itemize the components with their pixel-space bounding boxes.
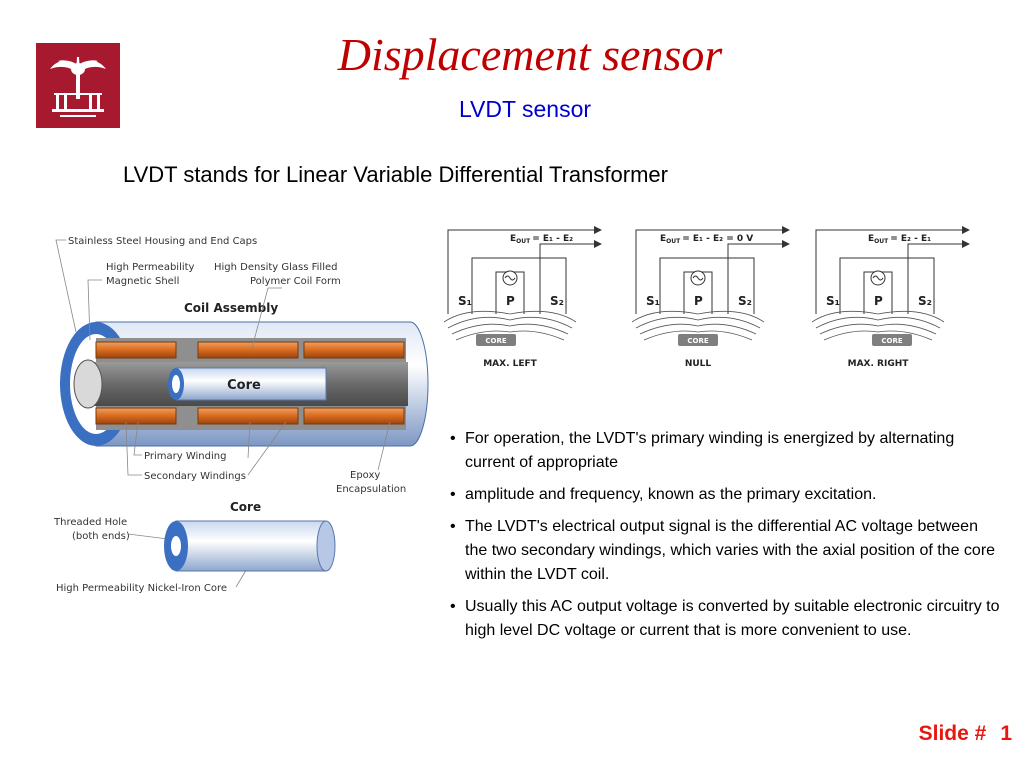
coil-s1-label: S₁ bbox=[646, 294, 660, 308]
separate-core bbox=[164, 520, 336, 572]
coil-p-label: P bbox=[506, 294, 515, 308]
coil-s1-label: S₁ bbox=[458, 294, 472, 308]
label-core-title: Core bbox=[230, 500, 261, 514]
label-nickel: High Permeability Nickel-Iron Core bbox=[56, 583, 227, 594]
slide-label: Slide # bbox=[918, 722, 987, 745]
circuit-max-left: S₁ P S₂ CORE EOUT= E₁ - E₂ MAX. LEFT bbox=[443, 226, 602, 369]
label-epoxy-2: Encapsulation bbox=[336, 484, 406, 495]
lvdt-circuit-diagrams: S₁ P S₂ CORE EOUT= E₁ - E₂ MAX. LEFT S₁ … bbox=[443, 226, 970, 369]
core-rod bbox=[168, 367, 327, 401]
bullet-item: Usually this AC output voltage is conver… bbox=[448, 595, 1003, 643]
label-form-2: Polymer Coil Form bbox=[250, 276, 341, 287]
intro-text: LVDT stands for Linear Variable Differen… bbox=[123, 162, 668, 187]
core-tag: CORE bbox=[485, 337, 506, 345]
palmetto-seal-icon bbox=[36, 43, 120, 128]
label-primary: Primary Winding bbox=[144, 451, 226, 462]
circuit-caption: MAX. RIGHT bbox=[848, 359, 910, 369]
circuit-equation: EOUT= E₁ - E₂ = 0 V bbox=[660, 234, 753, 245]
label-form-1: High Density Glass Filled bbox=[214, 262, 337, 273]
coil-s2-label: S₂ bbox=[550, 294, 564, 308]
bullet-list: For operation, the LVDT's primary windin… bbox=[448, 427, 1003, 651]
label-shell-2: Magnetic Shell bbox=[106, 276, 179, 287]
lvdt-cutaway-diagram: Core Stainless Steel Housing and End Cap… bbox=[53, 236, 429, 594]
core-tag: CORE bbox=[687, 337, 708, 345]
coil-s1-label: S₁ bbox=[826, 294, 840, 308]
circuit-caption: NULL bbox=[685, 359, 712, 369]
label-epoxy-1: Epoxy bbox=[350, 470, 380, 481]
bullet-item: For operation, the LVDT's primary windin… bbox=[448, 427, 1003, 475]
coil-p-label: P bbox=[874, 294, 883, 308]
label-housing: Stainless Steel Housing and End Caps bbox=[68, 236, 257, 247]
page-subtitle: LVDT sensor bbox=[458, 96, 592, 122]
circuit-equation: EOUT= E₁ - E₂ bbox=[510, 234, 573, 245]
label-hole-2: (both ends) bbox=[72, 531, 130, 542]
circuit-null: S₁ P S₂ CORE EOUT= E₁ - E₂ = 0 V NULL bbox=[631, 226, 790, 369]
circuit-equation: EOUT= E₂ - E₁ bbox=[868, 234, 931, 245]
page-title: Displacement sensor bbox=[337, 29, 723, 80]
coil-s2-label: S₂ bbox=[738, 294, 752, 308]
core-tag: CORE bbox=[881, 337, 902, 345]
university-logo bbox=[36, 43, 120, 128]
circuit-max-right: S₁ P S₂ CORE EOUT= E₂ - E₁ MAX. RIGHT bbox=[811, 226, 970, 369]
label-coil-assembly: Coil Assembly bbox=[184, 301, 278, 315]
coil-windings bbox=[95, 341, 405, 425]
label-shell-1: High Permeability bbox=[106, 262, 195, 273]
coil-s2-label: S₂ bbox=[918, 294, 932, 308]
bullet-item: amplitude and frequency, known as the pr… bbox=[448, 483, 1003, 507]
label-secondary: Secondary Windings bbox=[144, 471, 246, 482]
bullet-item: The LVDT's electrical output signal is t… bbox=[448, 515, 1003, 587]
circuit-caption: MAX. LEFT bbox=[483, 359, 537, 369]
slide-number-value: 1 bbox=[1000, 722, 1012, 745]
slide-number: Slide # 1 bbox=[905, 722, 1012, 746]
core-label: Core bbox=[227, 378, 261, 393]
coil-p-label: P bbox=[694, 294, 703, 308]
label-hole-1: Threaded Hole bbox=[53, 517, 127, 528]
